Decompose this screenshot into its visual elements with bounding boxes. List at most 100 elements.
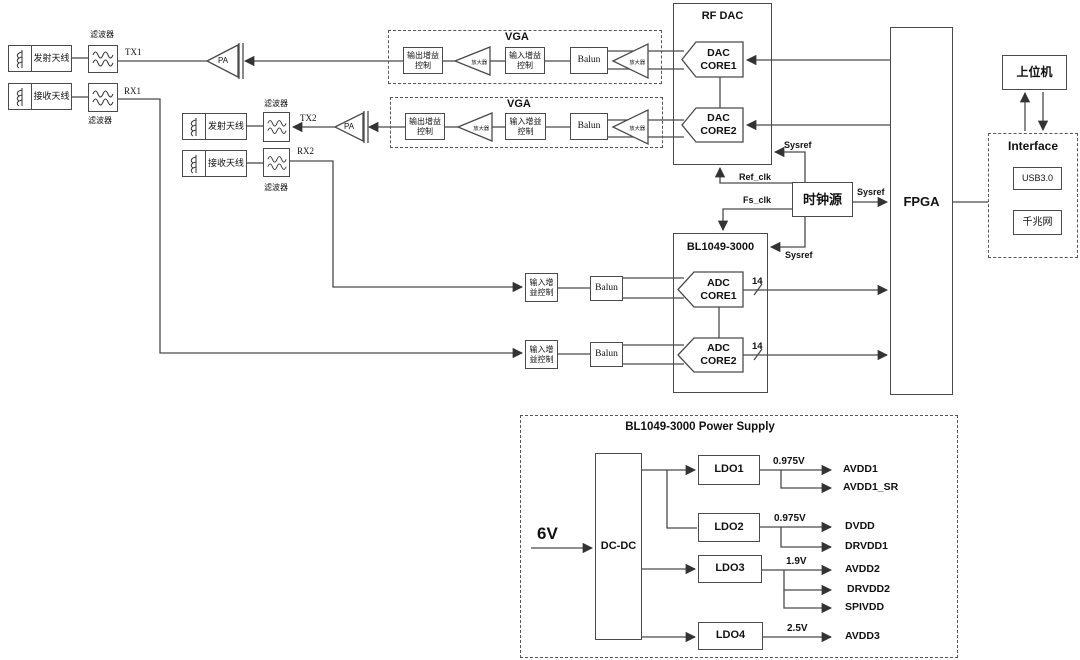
interface-title: Interface: [1007, 139, 1059, 153]
balun-4: Balun: [590, 342, 623, 367]
sysref-label-dac: Sysref: [784, 140, 812, 150]
usb-block: USB3.0: [1013, 167, 1062, 190]
fpga-label: FPGA: [903, 194, 940, 209]
fpga-block: [890, 27, 953, 395]
rx1-label: RX1: [124, 86, 142, 96]
filter-icon: [92, 90, 114, 105]
ldo2-voltage: 0.975V: [774, 513, 806, 524]
rail-drvdd1: DRVDD1: [845, 540, 888, 552]
tx-filter-1: [88, 45, 118, 73]
amplifier-icon: [611, 108, 649, 146]
filter-caption: 滤波器: [88, 116, 112, 125]
rail-avdd2: AVDD2: [845, 563, 880, 575]
pa-symbol-1: [205, 43, 239, 79]
balun-2: Balun: [570, 113, 608, 140]
ldo2-block: LDO2: [698, 513, 760, 542]
balun-1: Balun: [570, 47, 608, 74]
host-computer: 上位机: [1002, 55, 1067, 90]
rf-dac-block: [673, 3, 772, 165]
dac-core1-label: DAC CORE1: [700, 46, 737, 72]
adc-core1-shape: [677, 271, 744, 308]
tx-antenna-label: 发射天线: [207, 121, 244, 132]
rx2-label: RX2: [297, 146, 315, 156]
filter-caption: 滤波器: [90, 30, 114, 39]
input-gain-control-4: 输入增益控制: [525, 340, 558, 369]
ldo4-block: LDO4: [698, 622, 763, 650]
amplifier-icon: [456, 112, 493, 142]
input-voltage-label: 6V: [537, 524, 558, 543]
adc-core1-label: ADC CORE1: [700, 276, 737, 302]
vga-title: VGA: [507, 98, 531, 110]
rx-antenna-2: 接收天线: [182, 150, 247, 177]
vga-title: VGA: [505, 31, 529, 43]
dac-core1-shape: [681, 41, 744, 78]
amplifier-icon: [453, 46, 491, 76]
output-gain-control-1: 输出增益控制: [403, 47, 443, 74]
clock-source: 时钟源: [792, 182, 853, 217]
rail-dvdd: DVDD: [845, 520, 875, 532]
adc-title: BL1049-3000: [686, 241, 755, 253]
bus-width-label-2: 14: [752, 341, 763, 352]
ref-clk-label: Ref_clk: [739, 172, 772, 182]
tx2-label: TX2: [300, 113, 317, 123]
rx-antenna-label: 接收天线: [207, 158, 244, 169]
rx-filter-1: [88, 83, 118, 112]
rail-avdd1-sr: AVDD1_SR: [843, 481, 899, 493]
antenna-icon: [183, 114, 206, 139]
sysref-label-adc: Sysref: [785, 250, 813, 260]
rf-dac-title: RF DAC: [701, 10, 744, 22]
dac-core2-shape: [681, 107, 744, 143]
ethernet-block: 千兆网: [1013, 210, 1062, 235]
ldo1-block: LDO1: [698, 455, 760, 485]
antenna-icon: [183, 151, 206, 176]
rx-filter-2: [263, 148, 290, 177]
rail-drvdd2: DRVDD2: [847, 583, 890, 595]
rx-antenna-1: 接收天线: [8, 83, 72, 110]
tx-antenna-2: 发射天线: [182, 113, 247, 140]
ldo3-block: LDO3: [698, 555, 762, 583]
ldo4-voltage: 2.5V: [787, 623, 808, 634]
antenna-icon: [9, 46, 32, 71]
amplifier-label: 放大器: [629, 126, 646, 132]
vga-block-1: [388, 30, 662, 84]
input-gain-control-1: 输入增益控制: [505, 47, 545, 74]
pa-label-2: PA: [344, 122, 355, 131]
fs-clk-label: Fs_clk: [743, 195, 772, 205]
pa-label-1: PA: [218, 56, 229, 65]
dac-core2-label: DAC CORE2: [700, 112, 737, 137]
vga-block-2: [390, 97, 663, 148]
interface-block: [988, 133, 1078, 258]
balun-3: Balun: [590, 276, 623, 301]
ldo3-voltage: 1.9V: [786, 556, 807, 567]
adc-block: [673, 233, 768, 393]
ldo1-voltage: 0.975V: [773, 456, 805, 467]
output-gain-control-2: 输出增益控制: [405, 113, 445, 140]
input-gain-control-3: 输入增益控制: [525, 273, 558, 302]
filter-icon: [266, 120, 287, 134]
bus-width-label-1: 14: [752, 276, 763, 287]
power-title: BL1049-3000 Power Supply: [625, 421, 775, 433]
amplifier-label: 放大器: [473, 126, 490, 132]
filter-caption: 滤波器: [264, 183, 288, 192]
tx-antenna-1: 发射天线: [8, 45, 72, 72]
filter-caption: 滤波器: [264, 99, 288, 108]
tx-antenna-label: 发射天线: [33, 53, 70, 64]
rail-avdd1: AVDD1: [843, 463, 878, 475]
sysref-label-fpga: Sysref: [857, 187, 885, 197]
adc-core2-shape: [677, 337, 744, 373]
tx-filter-2: [263, 112, 290, 142]
antenna-icon: [9, 84, 32, 109]
amplifier-label: 放大器: [471, 60, 488, 66]
pa-symbol-2: [333, 111, 364, 143]
amplifier-icon: [611, 42, 649, 80]
rail-avdd3: AVDD3: [845, 630, 880, 642]
amplifier-label: 放大器: [629, 60, 646, 66]
dcdc-converter: DC-DC: [595, 453, 642, 640]
rail-spivdd: SPIVDD: [845, 601, 885, 613]
filter-icon: [266, 155, 287, 170]
filter-icon: [92, 51, 114, 67]
power-supply-block: [520, 415, 958, 658]
rx-antenna-label: 接收天线: [33, 91, 70, 102]
